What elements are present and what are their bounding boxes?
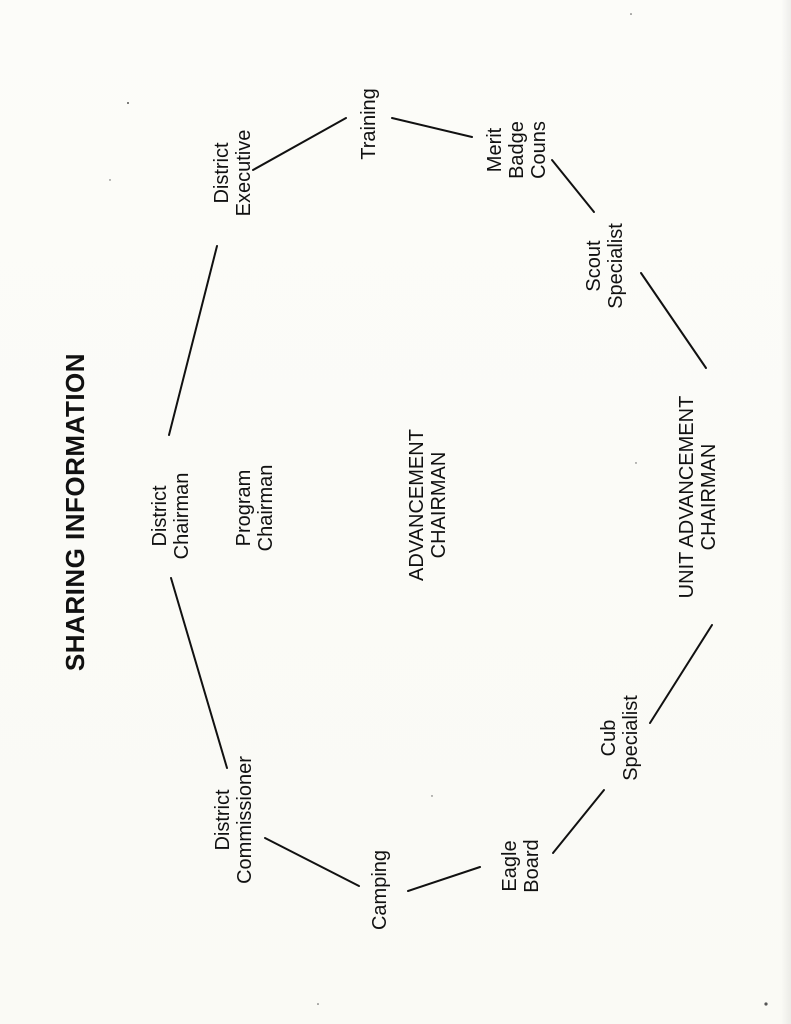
node-advancement-chairman: ADVANCEMENT CHAIRMAN xyxy=(406,429,450,581)
node-district-chairman-line-2: Chairman xyxy=(171,473,193,560)
node-district-chairman-line-1: District xyxy=(149,485,171,547)
node-district-chairman: District Chairman xyxy=(149,473,193,560)
node-cub-specialist-line-1: Cub xyxy=(598,720,620,757)
node-training: Training xyxy=(358,88,380,160)
node-unit-advancement-line-2: CHAIRMAN xyxy=(698,444,720,551)
node-district-executive-line-2: Executive xyxy=(233,130,255,217)
page-edge-shadow xyxy=(781,0,791,1024)
speck xyxy=(109,179,111,181)
speck xyxy=(630,13,632,15)
node-program-chairman-line-1: Program xyxy=(233,470,255,547)
connector-unit-advancement-cub-specialist xyxy=(649,624,713,724)
node-merit-badge-line-1: Merit xyxy=(484,127,506,172)
node-eagle-board-line-2: Board xyxy=(521,839,543,892)
node-camping-line-1: Camping xyxy=(369,850,391,930)
node-advancement-chairman-line-2: CHAIRMAN xyxy=(428,452,450,559)
connector-training-merit-badge xyxy=(391,117,473,138)
connector-lines xyxy=(168,117,713,892)
node-district-commissioner: District Commissioner xyxy=(212,756,256,884)
node-district-commissioner-line-2: Commissioner xyxy=(234,756,256,884)
connector-camping-district-commissioner xyxy=(264,837,360,887)
node-merit-badge-line-3: Couns xyxy=(528,121,550,179)
connector-merit-badge-scout-specialist xyxy=(551,159,595,213)
connector-cub-specialist-eagle-board xyxy=(552,789,605,854)
connector-district-chairman-district-executive xyxy=(168,245,218,436)
connector-district-executive-training xyxy=(252,117,347,171)
page-title: SHARING INFORMATION xyxy=(60,353,90,671)
node-scout-specialist-line-1: Scout xyxy=(583,240,605,292)
node-cub-specialist-line-2: Specialist xyxy=(620,695,642,781)
speck xyxy=(764,1002,768,1006)
connector-scout-specialist-unit-advancement xyxy=(640,272,707,369)
node-district-executive: District Executive xyxy=(211,130,255,217)
speck xyxy=(317,1003,319,1005)
node-unit-advancement-line-1: UNIT ADVANCEMENT xyxy=(676,396,698,599)
node-merit-badge-counselor: Merit Badge Couns xyxy=(484,121,550,179)
speck xyxy=(127,102,129,104)
node-scout-specialist: Scout Specialist xyxy=(583,223,627,309)
node-district-commissioner-line-1: District xyxy=(212,789,234,851)
node-cub-specialist: Cub Specialist xyxy=(598,695,642,781)
node-scout-specialist-line-2: Specialist xyxy=(605,223,627,309)
node-training-line-1: Training xyxy=(358,88,380,160)
node-advancement-chairman-line-1: ADVANCEMENT xyxy=(406,429,428,581)
speck xyxy=(635,462,637,464)
node-district-executive-line-1: District xyxy=(211,142,233,204)
node-program-chairman-line-2: Chairman xyxy=(255,465,277,552)
node-unit-advancement-chairman: UNIT ADVANCEMENT CHAIRMAN xyxy=(676,396,720,599)
node-eagle-board-line-1: Eagle xyxy=(499,840,521,891)
node-eagle-board: Eagle Board xyxy=(499,839,543,892)
scan-specks xyxy=(109,13,768,1006)
node-program-chairman: Program Chairman xyxy=(233,465,277,552)
node-camping: Camping xyxy=(369,850,391,930)
connector-district-commissioner-district-chairman xyxy=(170,577,228,769)
connector-eagle-board-camping xyxy=(407,866,481,892)
speck xyxy=(431,795,433,797)
node-merit-badge-line-2: Badge xyxy=(506,121,528,179)
